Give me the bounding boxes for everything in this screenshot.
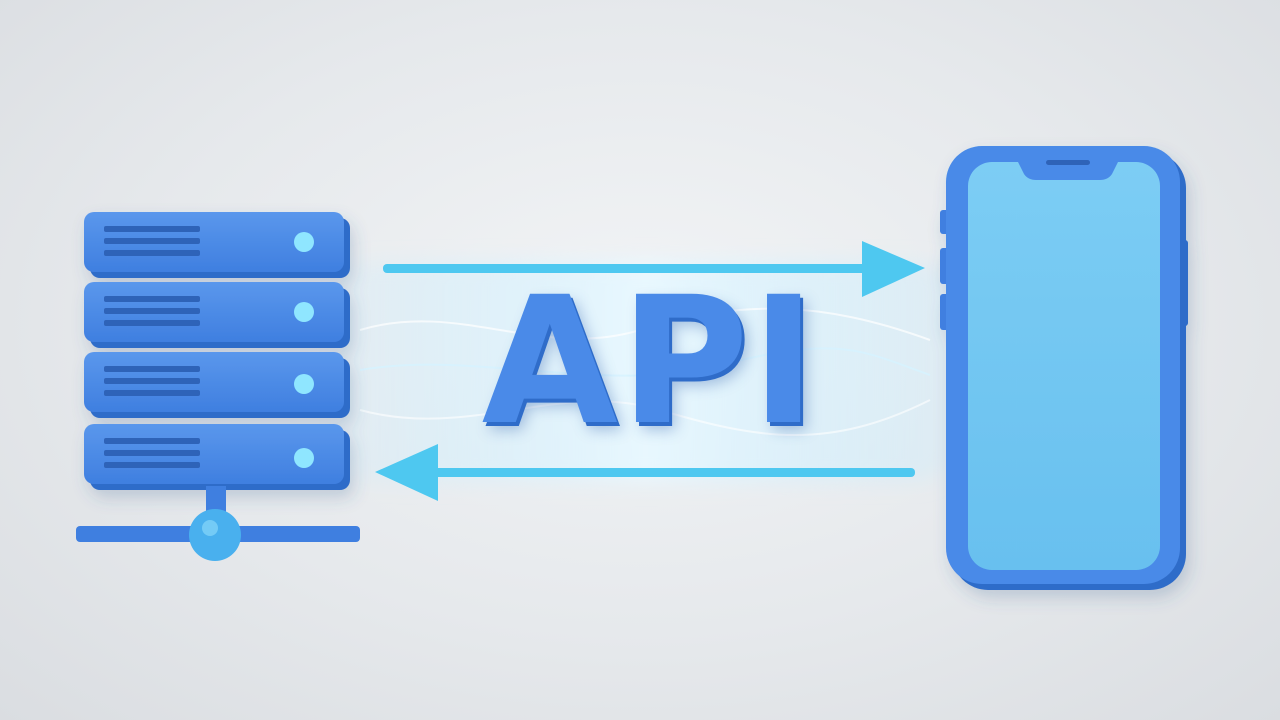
server-led-4 [294,448,314,468]
request-arrow [383,241,925,297]
server-led-1 [294,232,314,252]
server-unit-4 [84,424,350,490]
server-led-3 [294,374,314,394]
request-arrow-shaft [383,264,873,273]
phone-notch [1018,162,1118,180]
network-node [189,509,241,561]
glow-wave-2 [359,399,931,436]
network-node-icon [76,486,360,561]
server-rack-icon [84,212,350,490]
glow-band [340,262,950,482]
arrow-right-icon [862,241,925,297]
phone-screen [968,162,1160,570]
response-arrow-shaft [425,468,915,477]
phone-speaker [1046,160,1090,165]
data-flow-glow [340,262,950,482]
glow-wave-1 [359,307,931,341]
smartphone-icon [940,146,1188,590]
response-arrow [375,444,915,501]
api-label: API [481,259,819,464]
server-unit-1 [84,212,350,278]
server-unit-3 [84,352,350,418]
arrow-left-icon [375,444,438,501]
server-unit-2 [84,282,350,348]
server-led-2 [294,302,314,322]
glow-wave-3 [359,347,931,377]
